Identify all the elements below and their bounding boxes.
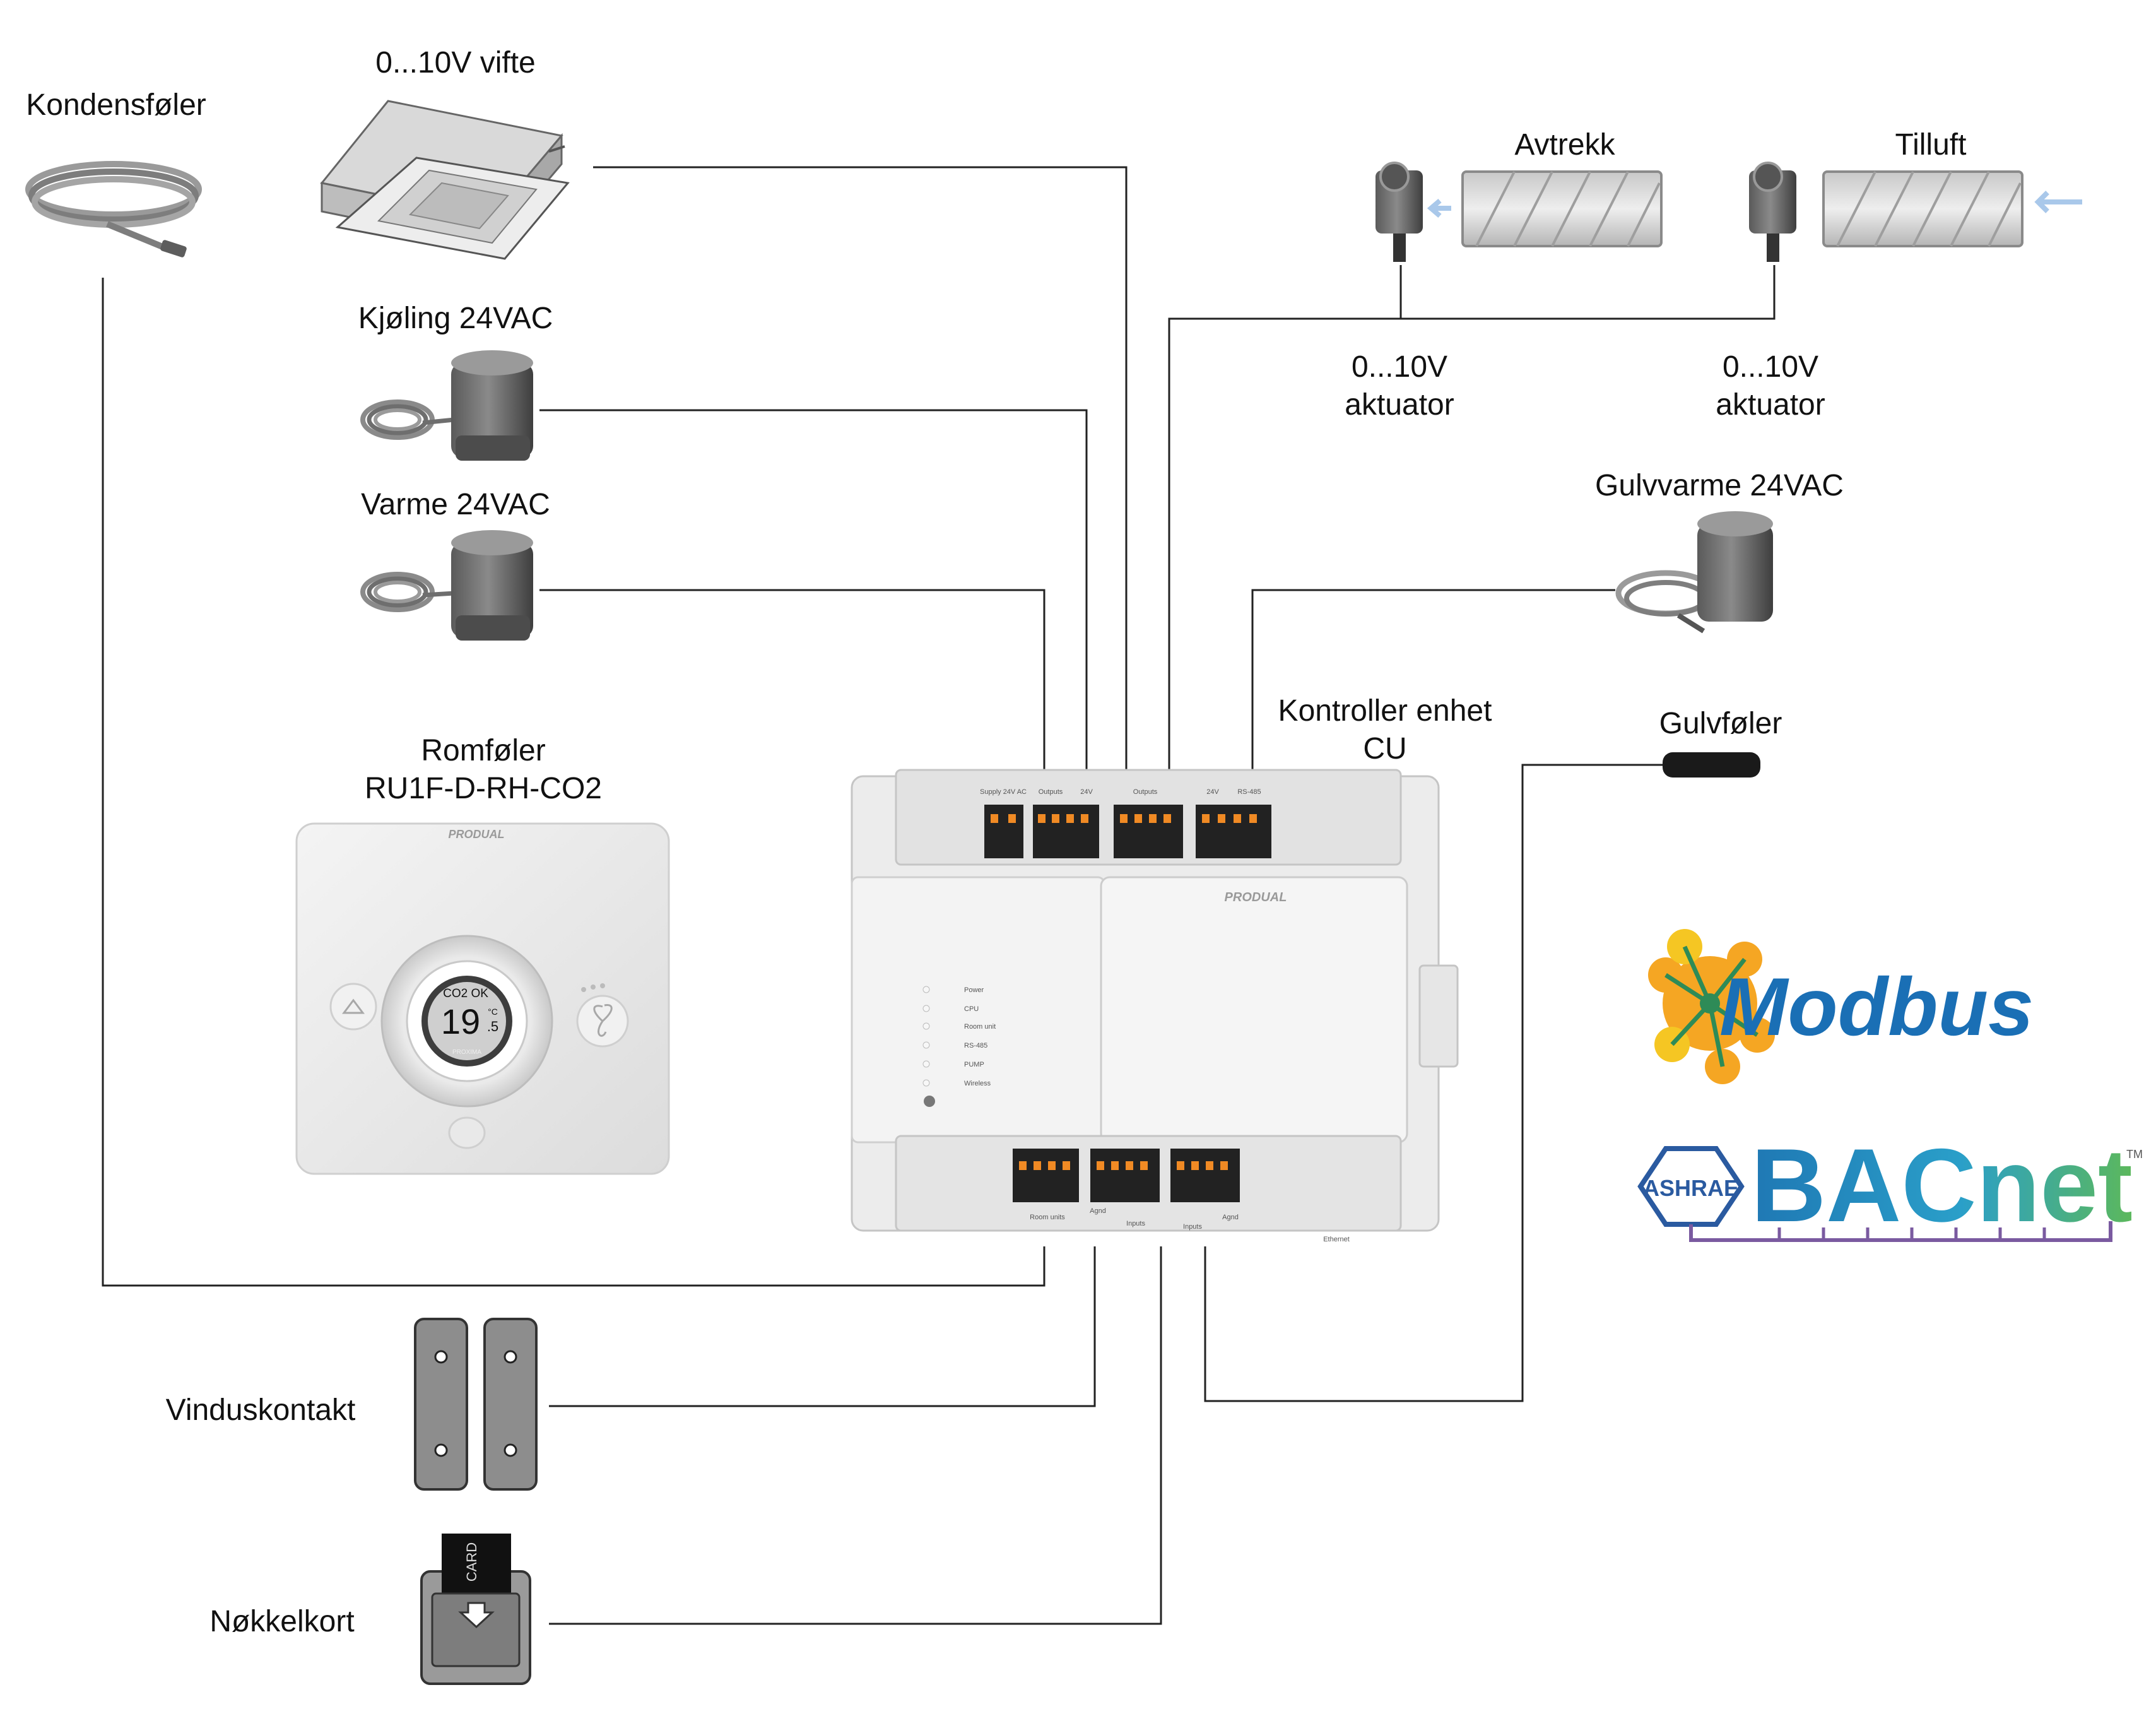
label-avtrekk: Avtrekk bbox=[1514, 128, 1615, 162]
labels: Kondensføler 0...10V vifte Kjøling 24VAC… bbox=[26, 46, 1966, 1638]
led-pump: PUMP bbox=[964, 1061, 984, 1068]
wire-vifte bbox=[593, 166, 1128, 770]
bacnet-logo: ASHRAE BACnet TM bbox=[1637, 1127, 2143, 1243]
kondensfoler-device bbox=[25, 161, 202, 257]
label-aktuator-right-2: aktuator bbox=[1716, 388, 1825, 422]
terminal-bottom-2: Inputs bbox=[1126, 1220, 1145, 1227]
label-tilluft: Tilluft bbox=[1895, 128, 1967, 162]
label-gulvvarme: Gulvvarme 24VAC bbox=[1595, 469, 1844, 502]
avtrekk-assembly bbox=[1375, 162, 1663, 262]
thermostat-model: PROXIMA bbox=[452, 1049, 481, 1056]
romfoler-device: PRODUAL CO2 OK 19 °C .5 PROXIMA bbox=[295, 822, 670, 1175]
down-arrow-icon bbox=[458, 1602, 495, 1629]
gulvfoler-device bbox=[1663, 752, 1760, 778]
terminal-blocks-top: Supply 24V AC Outputs 24V Outputs 24V RS… bbox=[980, 788, 1271, 858]
label-kjoling: Kjøling 24VAC bbox=[358, 302, 553, 335]
ethernet-label: Ethernet bbox=[1323, 1236, 1350, 1243]
led-wireless: Wireless bbox=[964, 1080, 991, 1087]
label-gulvfoler: Gulvføler bbox=[1659, 707, 1782, 740]
bacnet-tm: TM bbox=[2126, 1148, 2143, 1161]
presence-sensor bbox=[448, 1116, 486, 1149]
label-aktuator-left-2: aktuator bbox=[1345, 388, 1454, 422]
label-nokkelkort: Nøkkelkort bbox=[209, 1605, 354, 1638]
label-kondensfoler: Kondensføler bbox=[26, 88, 206, 122]
romfoler-brand: PRODUAL bbox=[449, 828, 505, 841]
terminal-top-5: RS-485 bbox=[1237, 788, 1261, 796]
thermostat-temp: 19 bbox=[441, 1002, 480, 1041]
gulvvarme-device bbox=[1615, 511, 1773, 634]
label-kontroller-cu: CU bbox=[1363, 732, 1406, 766]
terminal-top-1: Outputs bbox=[1039, 788, 1063, 796]
led-power: Power bbox=[964, 986, 984, 994]
label-vifte: 0...10V vifte bbox=[375, 46, 535, 80]
wire-varme bbox=[539, 589, 1046, 770]
thermostat-decimal: .5 bbox=[487, 1019, 498, 1034]
wire-nokkelkort bbox=[549, 1246, 1162, 1625]
wires bbox=[102, 166, 1776, 1625]
wire-gulvfoler bbox=[1204, 764, 1666, 1402]
terminal-bottom-1: Agnd bbox=[1090, 1207, 1106, 1215]
card-text: CARD bbox=[464, 1542, 480, 1582]
modbus-logo: Modbus bbox=[1648, 929, 2034, 1084]
wire-gulvvarme bbox=[1251, 589, 1615, 770]
bacnet-text: BACnet bbox=[1751, 1127, 2133, 1243]
led-cpu: CPU bbox=[964, 1005, 979, 1013]
avtrekk-arrow-icon bbox=[1427, 198, 1451, 218]
terminal-blocks-bottom: Room units Agnd Inputs Inputs Agnd Ether… bbox=[1013, 1149, 1350, 1243]
label-kontroller: Kontroller enhet bbox=[1278, 694, 1492, 728]
thermostat-status: CO2 OK bbox=[443, 987, 488, 1000]
home-icon bbox=[329, 983, 377, 1031]
controller-device: PRODUAL Supply 24V AC Outputs 24V bbox=[851, 769, 1459, 1243]
wire-kondensfoler bbox=[102, 278, 1046, 1287]
wire-aktuator bbox=[1168, 265, 1776, 770]
modbus-text: Modbus bbox=[1719, 961, 2034, 1053]
label-aktuator-left-1: 0...10V bbox=[1352, 350, 1447, 384]
label-varme: Varme 24VAC bbox=[361, 488, 550, 521]
terminal-bottom-3: Inputs bbox=[1183, 1223, 1202, 1231]
tilluft-duct bbox=[1822, 170, 2023, 247]
wire-kjoling bbox=[539, 409, 1088, 770]
terminal-bottom-0: Room units bbox=[1030, 1214, 1065, 1221]
nokkelkort-device: CARD bbox=[420, 1534, 531, 1685]
thermostat-unit: °C bbox=[488, 1007, 498, 1017]
vifte-device bbox=[320, 100, 570, 260]
wire-vinduskontakt bbox=[549, 1246, 1096, 1407]
label-vinduskontakt: Vinduskontakt bbox=[166, 1393, 356, 1427]
label-aktuator-right-1: 0...10V bbox=[1723, 350, 1818, 384]
terminal-top-4: 24V bbox=[1206, 788, 1219, 796]
terminal-top-0: Supply 24V AC bbox=[980, 788, 1027, 796]
label-romfoler: Romføler bbox=[421, 734, 545, 767]
controller-brand: PRODUAL bbox=[1225, 890, 1287, 904]
status-leds: Power CPU Room unit RS-485 PUMP Wireless bbox=[922, 986, 996, 1107]
label-romfoler-model: RU1F-D-RH-CO2 bbox=[365, 772, 602, 805]
terminal-bottom-4: Agnd bbox=[1222, 1214, 1239, 1221]
kjoling-device bbox=[360, 350, 533, 461]
terminal-top-2: 24V bbox=[1080, 788, 1093, 796]
ashrae-text: ASHRAE bbox=[1643, 1175, 1739, 1201]
varme-device bbox=[360, 530, 533, 641]
tilluft-assembly bbox=[1749, 162, 2082, 262]
led-rs485: RS-485 bbox=[964, 1042, 987, 1050]
led-room-unit: Room unit bbox=[964, 1023, 996, 1031]
terminal-top-3: Outputs bbox=[1133, 788, 1158, 796]
vinduskontakt-device bbox=[414, 1318, 538, 1491]
tilluft-arrow-icon bbox=[2034, 191, 2082, 213]
avtrekk-duct bbox=[1461, 170, 1663, 247]
